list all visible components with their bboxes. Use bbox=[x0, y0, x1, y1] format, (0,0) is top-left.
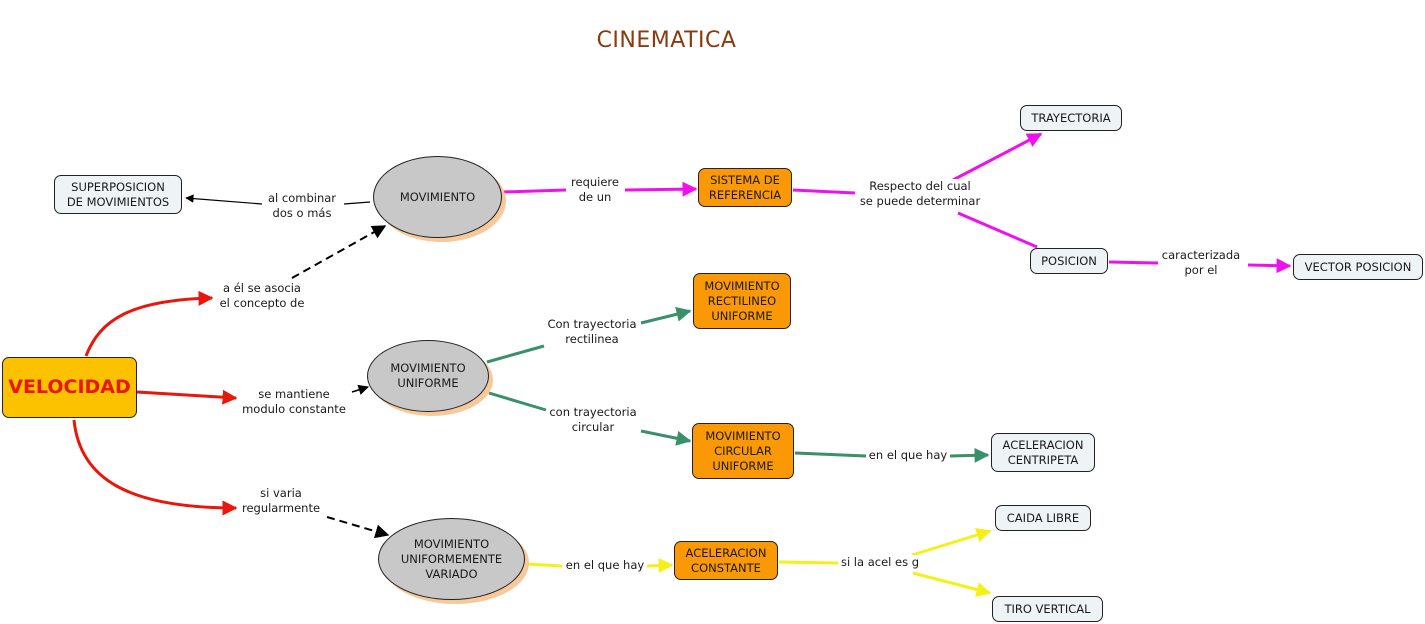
node-posicion-label: POSICION bbox=[1041, 253, 1097, 268]
node-vector-posicion[interactable]: VECTOR POSICION bbox=[1293, 254, 1423, 280]
node-vector-posicion-label: VECTOR POSICION bbox=[1304, 259, 1412, 274]
edge-g-tiro bbox=[912, 571, 992, 597]
edge-velocidad-asocia bbox=[84, 290, 214, 357]
edge-combinar-superposicion bbox=[185, 194, 263, 205]
link-label-hay-constante[interactable]: en el que hay bbox=[563, 558, 647, 573]
edge-varia-muv bbox=[326, 516, 390, 539]
edge-movimiento-requiere bbox=[502, 188, 567, 194]
edge-requiere-sistema bbox=[624, 181, 698, 197]
edge-sistema-respecto bbox=[792, 188, 856, 195]
edge-velocidad-mantiene bbox=[136, 389, 238, 405]
edge-asocia-movimiento bbox=[291, 225, 387, 279]
edge-mu-rectilinea bbox=[486, 344, 545, 364]
edge-circular-mcu bbox=[640, 429, 692, 446]
edge-respecto-trayectoria bbox=[952, 132, 1043, 182]
node-tiro-vertical[interactable]: TIRO VERTICAL bbox=[992, 596, 1103, 622]
node-posicion[interactable]: POSICION bbox=[1030, 248, 1108, 274]
edge-mu-circular bbox=[488, 391, 547, 412]
edge-rectilinea-mru bbox=[640, 306, 692, 325]
node-movimiento-label: MOVIMIENTO bbox=[399, 189, 476, 204]
edge-mantiene-mu bbox=[351, 384, 370, 395]
node-velocidad-label: VELOCIDAD bbox=[8, 376, 131, 398]
edge-hay-centripeta bbox=[949, 447, 990, 463]
map-title: CINEMATICA bbox=[596, 28, 737, 53]
node-tiro-vertical-label: TIRO VERTICAL bbox=[1004, 601, 1091, 616]
node-caida-libre-label: CAIDA LIBRE bbox=[1006, 510, 1080, 525]
edge-velocidad-varia bbox=[72, 419, 238, 516]
edge-hay-acelconst bbox=[646, 558, 674, 574]
edge-g-caida bbox=[911, 527, 992, 557]
edge-muv-hay bbox=[525, 562, 563, 568]
edge-caracterizada-vector bbox=[1247, 258, 1292, 274]
link-label-acel-g[interactable]: si la acel es g bbox=[838, 555, 922, 570]
node-trayectoria-label: TRAYECTORIA bbox=[1031, 110, 1111, 125]
node-velocidad[interactable]: VELOCIDAD bbox=[2, 357, 137, 418]
edge-movimiento-combinar bbox=[343, 201, 371, 205]
edge-respecto-posicion bbox=[957, 211, 1038, 249]
node-trayectoria[interactable]: TRAYECTORIA bbox=[1020, 105, 1122, 131]
edge-mcu-hay bbox=[794, 451, 867, 458]
edge-posicion-caracterizada bbox=[1108, 260, 1159, 265]
node-movimiento[interactable]: MOVIMIENTO bbox=[373, 156, 502, 238]
edge-acelconst-g bbox=[778, 560, 839, 565]
link-label-hay-centripeta[interactable]: en el que hay bbox=[866, 448, 950, 463]
node-caida-libre[interactable]: CAIDA LIBRE bbox=[995, 505, 1091, 531]
